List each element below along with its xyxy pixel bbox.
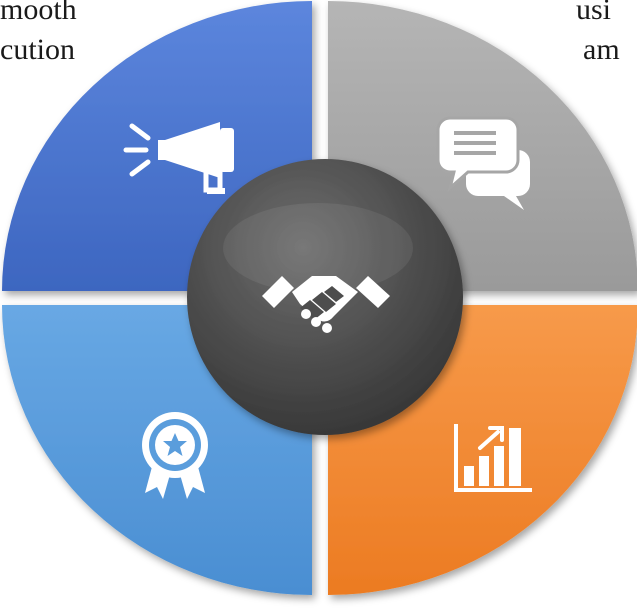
text-fragment-top-right-1: usi — [576, 0, 612, 26]
growth-chart-icon — [454, 424, 532, 492]
handshake-icon — [262, 276, 390, 333]
text-fragment-top-right-2: am — [583, 33, 620, 66]
chat-bubbles-icon — [436, 116, 530, 210]
text-fragment-top-left-2: cution — [0, 33, 75, 66]
text-fragment-top-left-1: mooth — [0, 0, 77, 26]
award-badge-icon — [142, 412, 208, 499]
megaphone-icon — [123, 122, 234, 194]
